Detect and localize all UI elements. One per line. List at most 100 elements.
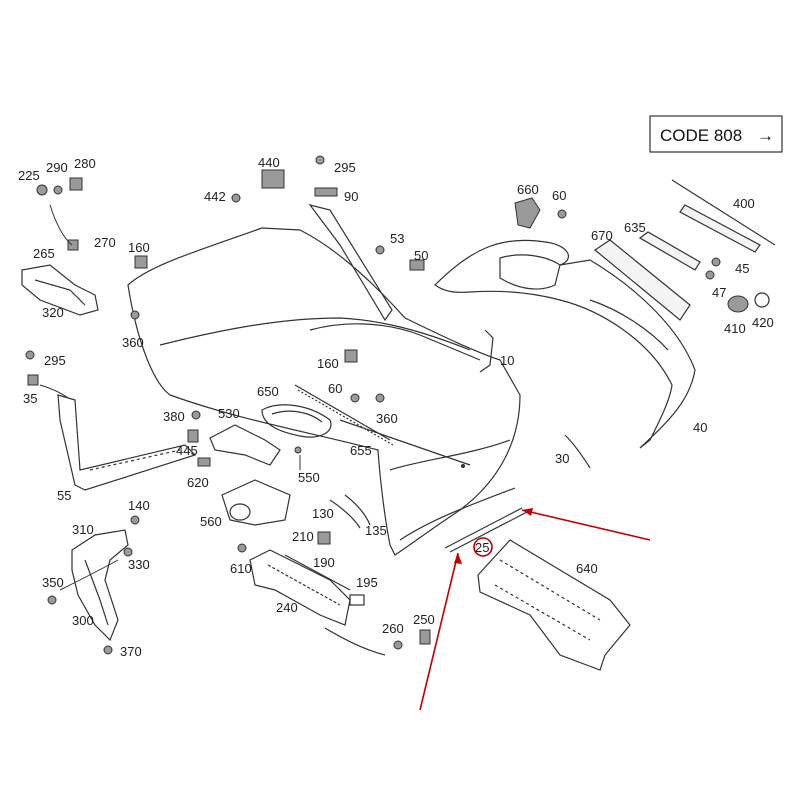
part-130-trim	[329, 499, 361, 529]
fasteners	[25, 155, 770, 655]
part-635	[638, 231, 701, 271]
clip-35	[27, 374, 39, 386]
label-310: 310	[72, 522, 94, 537]
part-190-rod	[284, 554, 351, 591]
part-135-trim	[344, 494, 371, 526]
label-270: 270	[94, 235, 116, 250]
label-400: 400	[733, 196, 755, 211]
label-40: 40	[693, 420, 707, 435]
part-labels: 10 25 30 35 40 45 47 50 53 55 60 60 90 1…	[18, 155, 774, 659]
label-10: 10	[500, 353, 514, 368]
screw-370	[103, 645, 113, 655]
part-40-lower-panel	[434, 239, 696, 449]
label-550: 550	[298, 470, 320, 485]
part-30	[564, 434, 591, 469]
screw-380	[191, 410, 201, 420]
label-370: 370	[120, 644, 142, 659]
screw-550	[294, 446, 302, 454]
leader-lines	[39, 204, 301, 591]
label-442: 442	[204, 189, 226, 204]
clip-445	[187, 429, 199, 443]
part-320	[21, 264, 99, 316]
label-130: 130	[312, 506, 334, 521]
clip-60-b	[557, 209, 567, 219]
label-30: 30	[555, 451, 569, 466]
label-420: 420	[752, 315, 774, 330]
label-90: 90	[344, 189, 358, 204]
clip-270	[67, 239, 79, 251]
code-box-text: CODE 808	[660, 126, 742, 145]
part-90	[314, 187, 338, 197]
clip-620	[197, 457, 211, 467]
part-530	[209, 424, 281, 466]
screw-442	[231, 193, 241, 203]
label-380: 380	[163, 409, 185, 424]
clip-60-a	[350, 393, 360, 403]
label-410: 410	[724, 321, 746, 336]
label-60-b: 60	[552, 188, 566, 203]
highlight-markers	[419, 508, 651, 711]
label-670: 670	[591, 228, 613, 243]
nut-225	[36, 184, 48, 196]
clip-160-b	[344, 349, 358, 363]
label-140: 140	[128, 498, 150, 513]
washer-290	[53, 185, 63, 195]
label-290: 290	[46, 160, 68, 175]
label-320: 320	[42, 305, 64, 320]
label-135: 135	[365, 523, 387, 538]
label-360-a: 360	[122, 335, 144, 350]
part-640	[477, 539, 631, 671]
clip-280	[69, 177, 83, 191]
clip-50	[409, 259, 425, 271]
part-650	[261, 404, 332, 438]
clip-250	[419, 629, 431, 645]
part-560	[221, 479, 291, 526]
label-620: 620	[187, 475, 209, 490]
screw-295-a	[315, 155, 325, 165]
screw-610	[237, 543, 247, 553]
label-295-a: 295	[334, 160, 356, 175]
code-box: CODE 808 →	[649, 115, 783, 153]
part-300	[71, 529, 129, 642]
label-610: 610	[230, 561, 252, 576]
code-box-arrow: →	[757, 126, 774, 145]
highlight-circle	[473, 537, 493, 557]
label-350: 350	[42, 575, 64, 590]
washer-140	[130, 515, 140, 525]
label-445: 445	[176, 443, 198, 458]
label-53: 53	[390, 231, 404, 246]
part-25-trim-strip	[444, 507, 528, 553]
screw-360-b	[375, 393, 385, 403]
label-50: 50	[414, 248, 428, 263]
label-560: 560	[200, 514, 222, 529]
part-55	[57, 394, 197, 491]
label-360-b: 360	[376, 411, 398, 426]
label-440: 440	[258, 155, 280, 170]
label-55: 55	[57, 488, 71, 503]
clip-160-a	[134, 255, 148, 269]
part-10	[308, 204, 494, 373]
label-240: 240	[276, 600, 298, 615]
screw-295-b	[25, 350, 35, 360]
clip-53	[375, 245, 385, 255]
label-300: 300	[72, 613, 94, 628]
screw-360-a	[130, 310, 140, 320]
sensor-410	[727, 295, 749, 313]
label-190: 190	[313, 555, 335, 570]
label-210: 210	[292, 529, 314, 544]
washer-260	[393, 640, 403, 650]
label-635: 635	[624, 220, 646, 235]
label-530: 530	[218, 406, 240, 421]
label-265: 265	[33, 246, 55, 261]
label-650: 650	[257, 384, 279, 399]
label-60-a: 60	[328, 381, 342, 396]
label-195: 195	[356, 575, 378, 590]
label-25: 25	[475, 540, 489, 555]
screw-45	[711, 257, 721, 267]
nut-330	[123, 547, 133, 557]
part-670	[593, 239, 691, 321]
label-660: 660	[517, 182, 539, 197]
label-260: 260	[382, 621, 404, 636]
label-250: 250	[413, 612, 435, 627]
